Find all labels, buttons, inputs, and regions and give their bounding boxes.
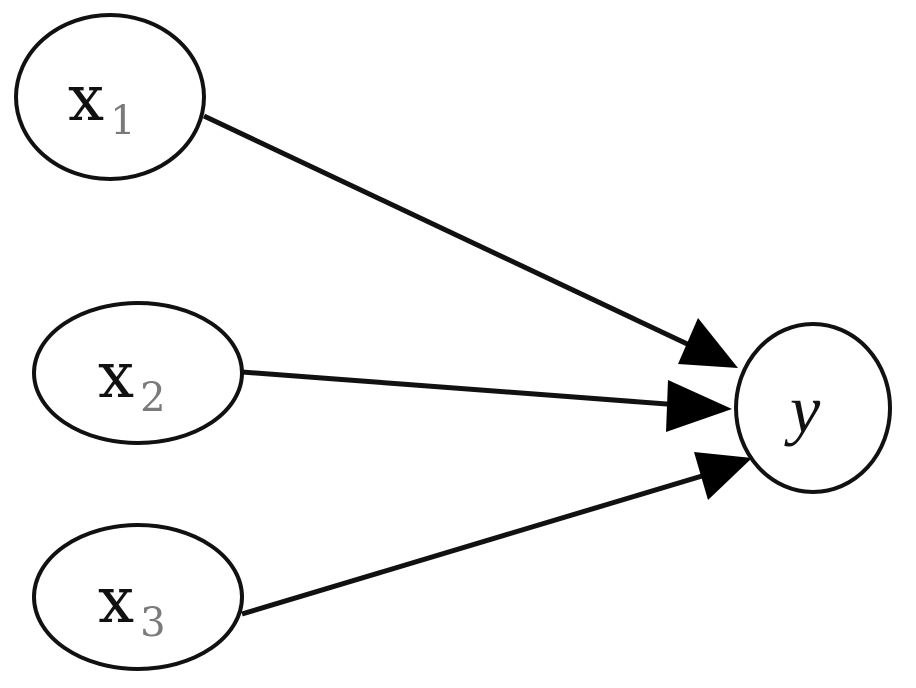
node-x2-subscript: 2 <box>140 375 165 421</box>
node-x1-ellipse <box>14 13 206 181</box>
node-y-ellipse <box>734 322 892 494</box>
node-x3-ellipse <box>32 523 244 671</box>
node-x3-base: x <box>98 564 134 638</box>
arrowhead-x1-to-y <box>678 318 738 368</box>
edges <box>202 113 752 617</box>
node-x2-ellipse <box>32 301 244 445</box>
edge-x1-to-y <box>202 113 702 353</box>
arrowhead-x3-to-y <box>694 452 752 500</box>
arrowhead-x2-to-y <box>666 380 732 432</box>
node-y-label: y <box>784 371 821 447</box>
node-x1-base: x <box>68 62 104 136</box>
edge-x2-to-y <box>241 369 681 408</box>
node-y: y <box>734 322 892 494</box>
node-x3-subscript: 3 <box>140 600 165 646</box>
edge-x3-to-y <box>241 473 703 617</box>
node-x1-subscript: 1 <box>110 98 135 144</box>
node-x2-base: x <box>98 339 134 413</box>
